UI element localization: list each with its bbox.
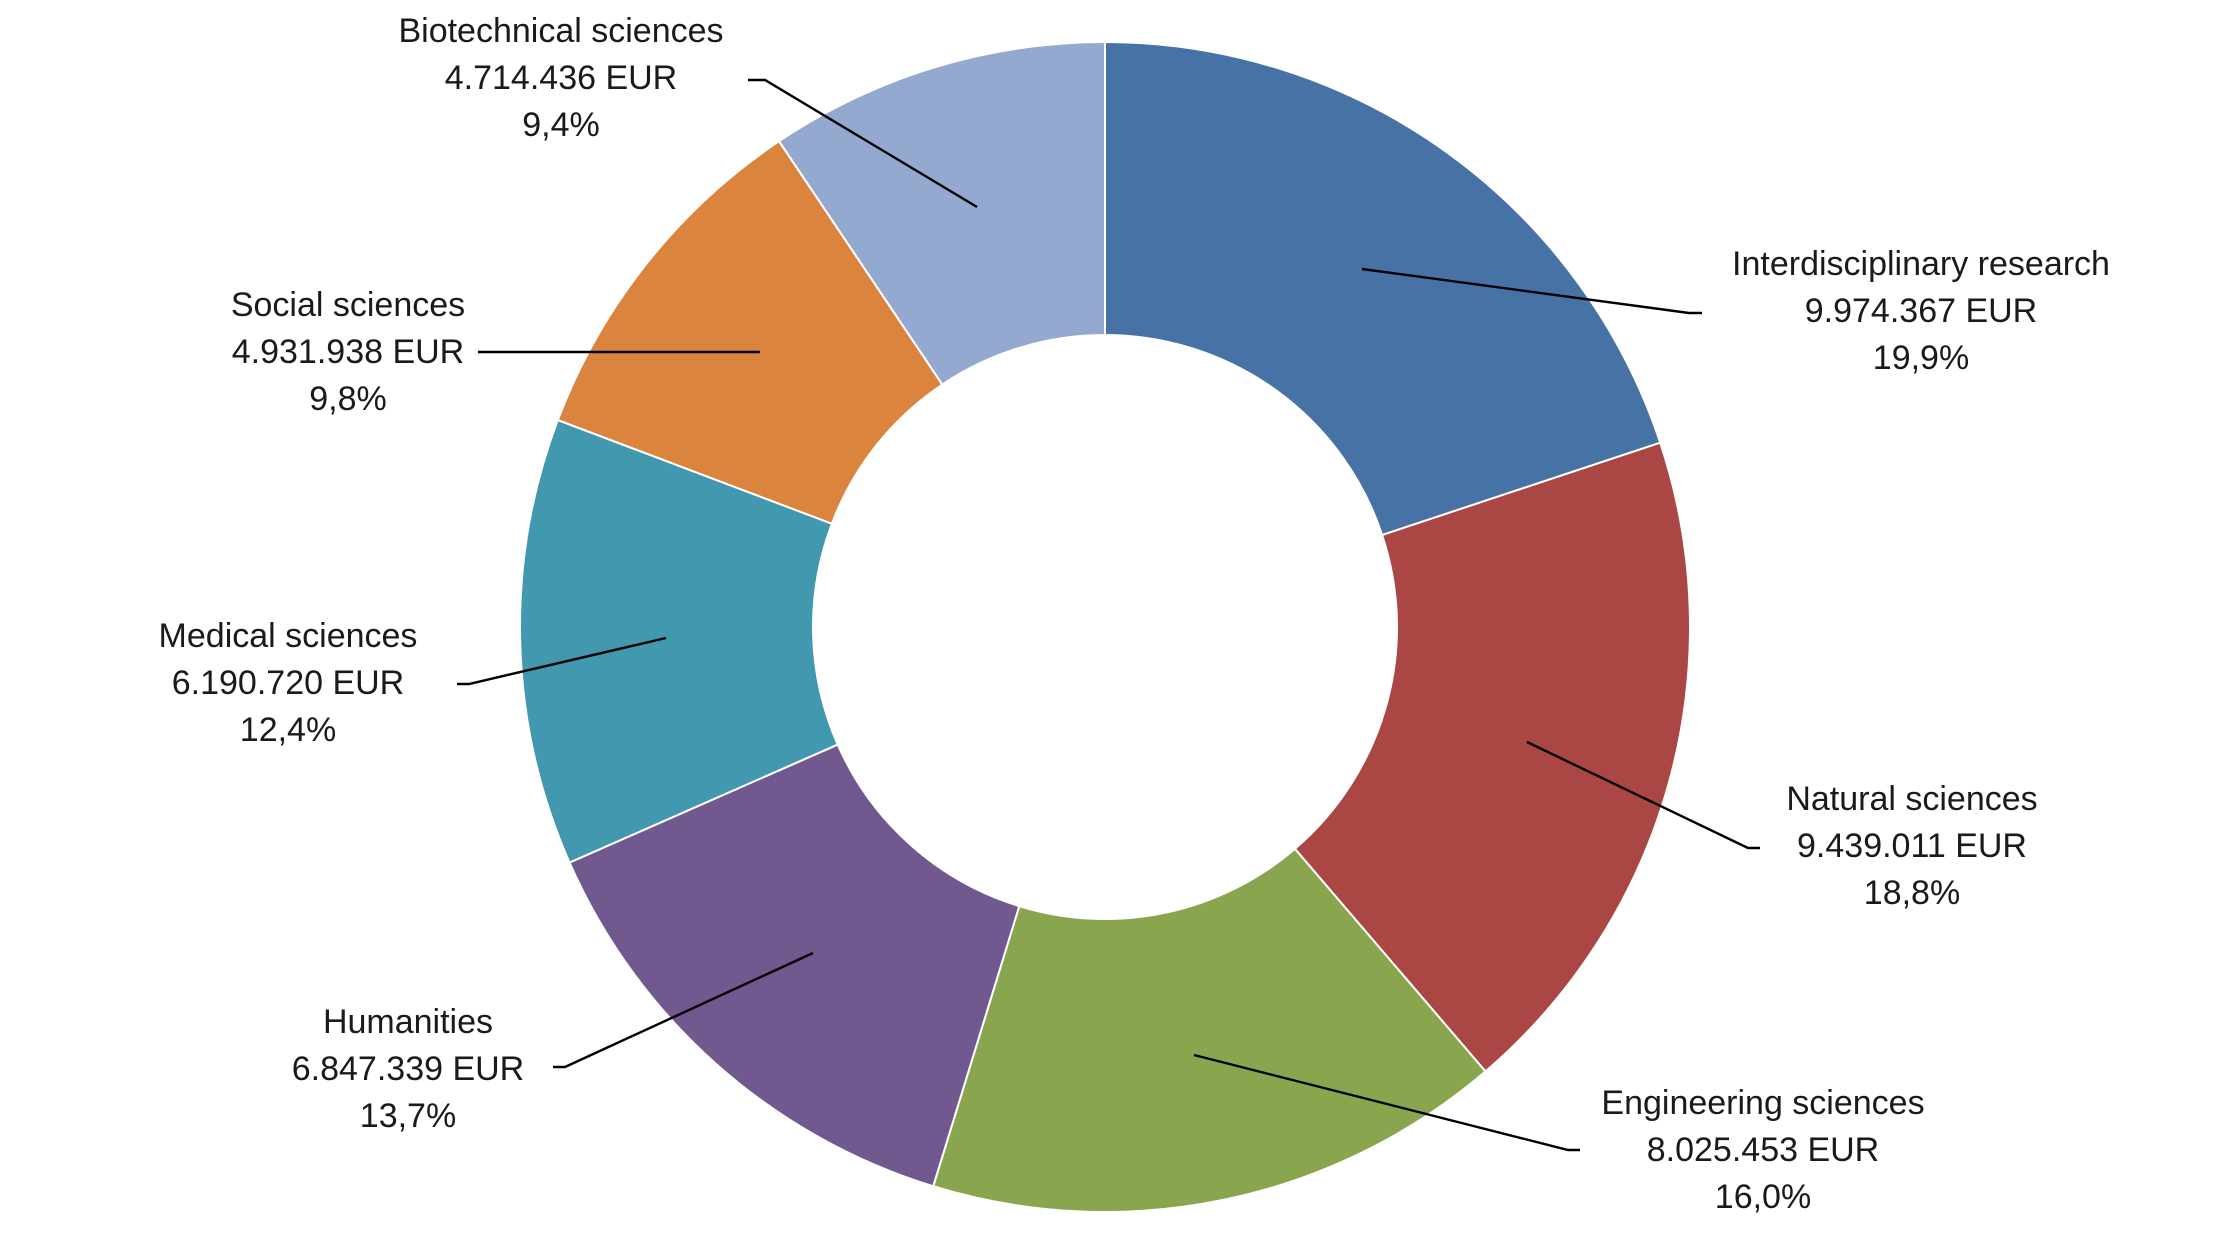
- category-label: Natural sciences: [1786, 780, 2037, 818]
- data-label-engineering-sciences: Engineering sciences 8.025.453 EUR 16,0%: [1601, 1084, 1924, 1216]
- percent-label: 18,8%: [1864, 874, 1960, 912]
- value-label: 4.931.938 EUR: [232, 333, 465, 371]
- slice-labels: Interdisciplinary research 9.974.367 EUR 1…: [159, 12, 2110, 1216]
- percent-label: 9,8%: [309, 380, 387, 418]
- percent-label: 19,9%: [1873, 339, 1969, 377]
- category-label: Engineering sciences: [1601, 1084, 1924, 1122]
- slice-biotechnical-sciences: [777, 40, 1106, 386]
- value-label: 6.190.720 EUR: [172, 664, 405, 702]
- percent-label: 16,0%: [1715, 1178, 1811, 1216]
- category-label: Medical sciences: [159, 617, 418, 655]
- leader-line-natural-sciences: [1526, 740, 1760, 850]
- value-label: 9.439.011 EUR: [1797, 827, 2027, 865]
- leader-lines: [457, 78, 1760, 1152]
- donut-slices: [519, 40, 1691, 1213]
- slice-interdisciplinary-research: [1104, 40, 1662, 537]
- leader-line-humanities: [553, 951, 814, 1069]
- slice-engineering-sciences: [931, 847, 1487, 1213]
- data-label-biotechnical-sciences: Biotechnical sciences 4.714.436 EUR 9,4%: [398, 12, 723, 144]
- data-label-medical-sciences: Medical sciences 6.190.720 EUR 12,4%: [159, 617, 418, 749]
- value-label: 4.714.436 EUR: [445, 59, 678, 97]
- data-label-interdisciplinary-research: Interdisciplinary research 9.974.367 EUR 1…: [1732, 245, 2110, 377]
- category-label: Humanities: [323, 1003, 493, 1041]
- leader-line-medical-sciences: [457, 636, 667, 686]
- data-label-natural-sciences: Natural sciences 9.439.011 EUR 18,8%: [1786, 780, 2037, 912]
- value-label: 6.847.339 EUR: [292, 1050, 525, 1088]
- percent-label: 12,4%: [240, 711, 336, 749]
- category-label: Social sciences: [231, 286, 465, 324]
- value-label: 8.025.453 EUR: [1647, 1131, 1880, 1169]
- percent-label: 13,7%: [360, 1097, 456, 1135]
- slice-medical-sciences: [519, 418, 840, 864]
- value-label: 9.974.367 EUR: [1805, 292, 2038, 330]
- percent-label: 9,4%: [522, 106, 600, 144]
- leader-line-biotechnical-sciences: [748, 78, 978, 209]
- leader-line-engineering-sciences: [1193, 1053, 1580, 1152]
- category-label: Interdisciplinary research: [1732, 245, 2110, 283]
- category-label: Biotechnical sciences: [398, 12, 723, 50]
- data-label-humanities: Humanities 6.847.339 EUR 13,7%: [292, 1003, 525, 1135]
- data-label-social-sciences: Social sciences 4.931.938 EUR 9,8%: [231, 286, 465, 418]
- slice-social-sciences: [556, 139, 944, 525]
- slice-humanities: [568, 743, 1021, 1188]
- leader-line-interdisciplinary-research: [1361, 267, 1702, 315]
- slice-natural-sciences: [1293, 441, 1691, 1073]
